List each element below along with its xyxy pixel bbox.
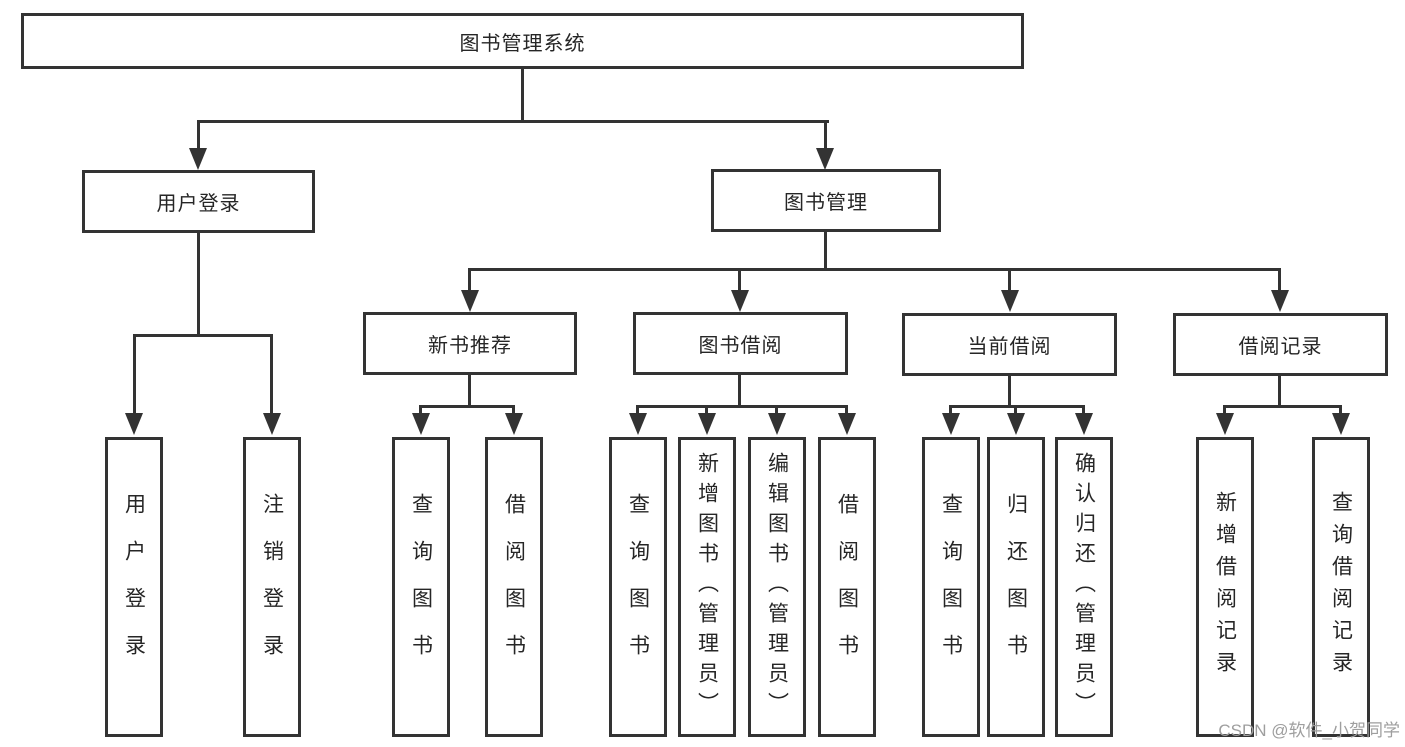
leaf-confirm-return-admin-label: 确认归还（管理员） xyxy=(1072,452,1096,722)
connector-line xyxy=(637,405,848,408)
connector-line xyxy=(824,120,827,150)
leaf-add-book-admin-label: 新增图书（管理员） xyxy=(695,452,719,722)
arrow-down-icon xyxy=(1216,413,1234,435)
arrow-down-icon xyxy=(731,290,749,312)
connector-line xyxy=(949,405,952,415)
node-new-book-recommend-label: 新书推荐 xyxy=(428,335,512,357)
connector-line xyxy=(197,233,200,336)
leaf-query-books-recommend-label: 查询图书 xyxy=(409,493,433,681)
leaf-user-login-label: 用户登录 xyxy=(122,493,146,681)
connector-line xyxy=(1278,375,1281,407)
node-current-borrow-label: 当前借阅 xyxy=(967,336,1052,358)
connector-line xyxy=(469,268,1281,271)
leaf-borrow-books-borrow-label: 借阅图书 xyxy=(835,493,859,681)
leaf-query-books-borrow-label: 查询图书 xyxy=(626,493,650,681)
leaf-confirm-return-admin: 确认归还（管理员） xyxy=(1055,437,1113,737)
leaf-edit-book-admin-label: 编辑图书（管理员） xyxy=(765,452,789,722)
leaf-edit-book-admin: 编辑图书（管理员） xyxy=(748,437,806,737)
connector-line xyxy=(738,268,741,292)
leaf-query-books-current-label: 查询图书 xyxy=(939,493,963,681)
leaf-logout-label: 注销登录 xyxy=(260,493,284,681)
arrow-down-icon xyxy=(461,290,479,312)
leaf-return-books-label: 归还图书 xyxy=(1004,493,1028,681)
connector-line xyxy=(1224,405,1342,408)
leaf-borrow-books-borrow: 借阅图书 xyxy=(818,437,876,737)
node-root: 图书管理系统 xyxy=(21,13,1024,69)
connector-line xyxy=(1339,405,1342,415)
leaf-borrow-books-recommend-label: 借阅图书 xyxy=(502,493,526,681)
arrow-down-icon xyxy=(412,413,430,435)
leaf-borrow-books-recommend: 借阅图书 xyxy=(485,437,543,737)
connector-line xyxy=(133,334,136,414)
leaf-query-books-borrow: 查询图书 xyxy=(609,437,667,737)
arrow-down-icon xyxy=(838,413,856,435)
connector-line xyxy=(420,405,515,408)
connector-line xyxy=(705,405,708,415)
arrow-down-icon xyxy=(816,148,834,170)
node-root-label: 图书管理系统 xyxy=(459,32,586,55)
leaf-logout: 注销登录 xyxy=(243,437,301,737)
connector-line xyxy=(468,268,471,292)
connector-line xyxy=(197,120,200,150)
node-book-borrow: 图书借阅 xyxy=(633,312,848,375)
leaf-add-book-admin: 新增图书（管理员） xyxy=(678,437,736,737)
arrow-down-icon xyxy=(1271,290,1289,312)
leaf-add-borrow-record-label: 新增借阅记录 xyxy=(1213,491,1237,683)
arrow-down-icon xyxy=(189,148,207,170)
connector-line xyxy=(1014,405,1017,415)
node-new-book-recommend: 新书推荐 xyxy=(363,312,577,375)
connector-line xyxy=(775,405,778,415)
leaf-query-borrow-record: 查询借阅记录 xyxy=(1312,437,1370,737)
connector-line xyxy=(1008,375,1011,407)
connector-line xyxy=(133,334,273,337)
arrow-down-icon xyxy=(768,413,786,435)
arrow-down-icon xyxy=(505,413,523,435)
arrow-down-icon xyxy=(125,413,143,435)
node-book-borrow-label: 图书借阅 xyxy=(698,335,783,357)
connector-line xyxy=(1278,268,1281,292)
node-current-borrow: 当前借阅 xyxy=(902,313,1117,376)
connector-line xyxy=(419,405,422,415)
arrow-down-icon xyxy=(1075,413,1093,435)
connector-line xyxy=(197,120,829,123)
arrow-down-icon xyxy=(1007,413,1025,435)
leaf-query-books-current: 查询图书 xyxy=(922,437,980,737)
leaf-return-books: 归还图书 xyxy=(987,437,1045,737)
node-book-management: 图书管理 xyxy=(711,169,941,232)
node-user-login: 用户登录 xyxy=(82,170,315,233)
node-borrow-records: 借阅记录 xyxy=(1173,313,1388,376)
arrow-down-icon xyxy=(263,413,281,435)
leaf-add-borrow-record: 新增借阅记录 xyxy=(1196,437,1254,737)
connector-line xyxy=(1223,405,1226,415)
arrow-down-icon xyxy=(698,413,716,435)
connector-line xyxy=(950,405,1085,408)
arrow-down-icon xyxy=(942,413,960,435)
connector-line xyxy=(270,334,273,414)
node-borrow-records-label: 借阅记录 xyxy=(1238,336,1323,358)
connector-line xyxy=(738,375,741,407)
node-book-management-label: 图书管理 xyxy=(784,192,868,214)
connector-line xyxy=(1008,268,1011,292)
arrow-down-icon xyxy=(1332,413,1350,435)
leaf-user-login: 用户登录 xyxy=(105,437,163,737)
leaf-query-books-recommend: 查询图书 xyxy=(392,437,450,737)
arrow-down-icon xyxy=(1001,290,1019,312)
connector-line xyxy=(521,69,524,122)
connector-line xyxy=(468,375,471,407)
connector-line xyxy=(512,405,515,415)
connector-line xyxy=(636,405,639,415)
connector-line xyxy=(845,405,848,415)
watermark: CSDN @软件_小贺同学 xyxy=(1218,721,1400,740)
connector-line xyxy=(1082,405,1085,415)
connector-line xyxy=(824,232,827,270)
leaf-query-borrow-record-label: 查询借阅记录 xyxy=(1329,491,1353,683)
arrow-down-icon xyxy=(629,413,647,435)
node-user-login-label: 用户登录 xyxy=(156,193,241,215)
